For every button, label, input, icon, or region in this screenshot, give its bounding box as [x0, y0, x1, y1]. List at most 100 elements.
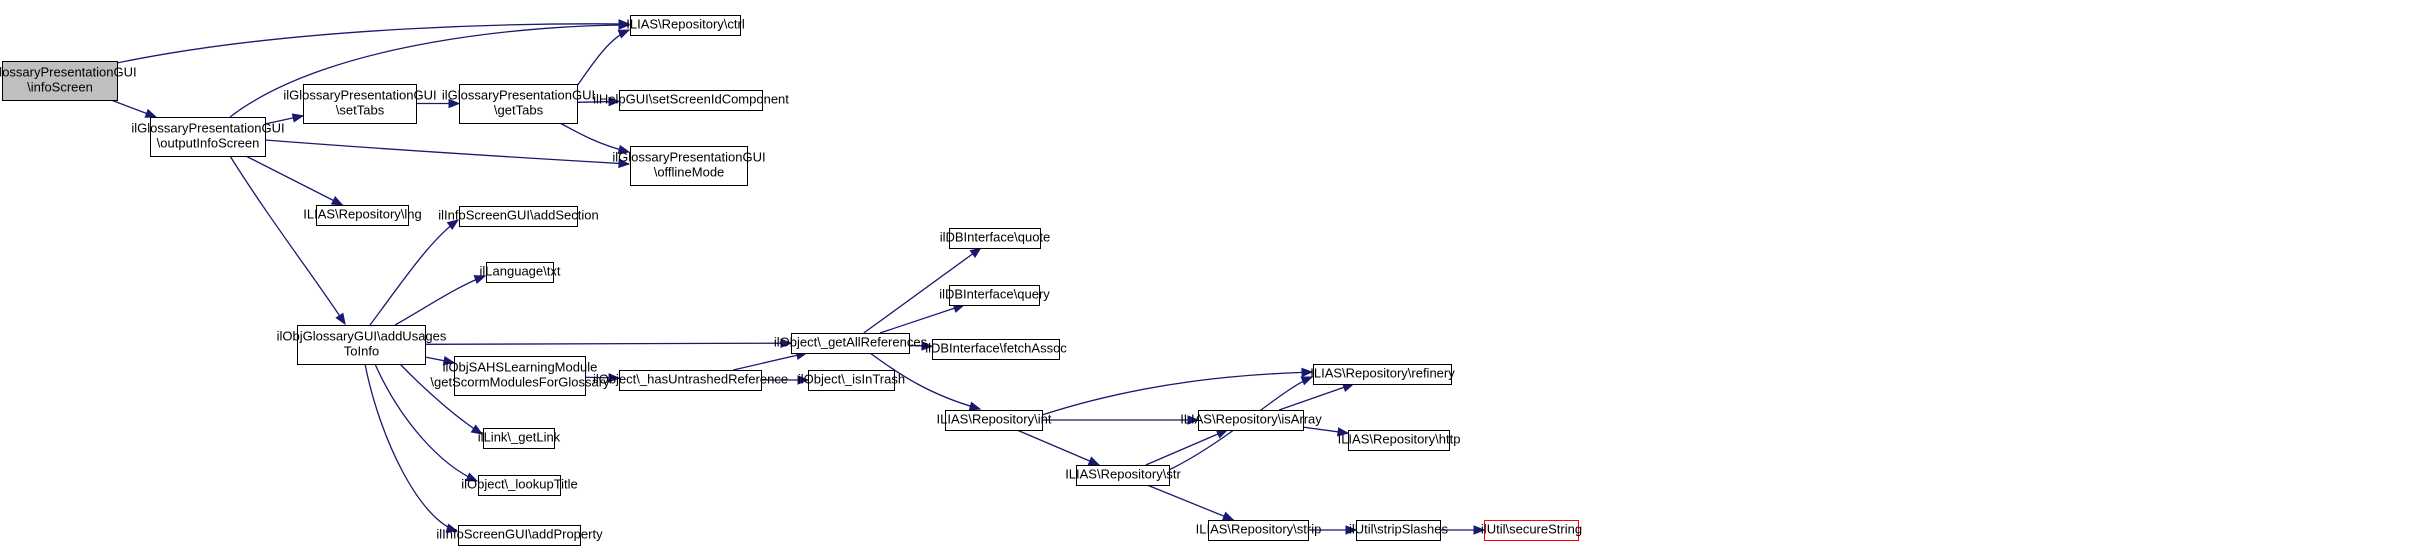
edge-line	[264, 139, 630, 165]
node-label: ilObject\_hasUntrashedReference	[593, 372, 788, 387]
node-label: ilLanguage\txt	[480, 264, 561, 279]
node-box	[150, 117, 266, 157]
node-label: ILIAS\Repository\lng	[303, 207, 422, 222]
graph-node[interactable]: ILIAS\Repository\http	[1338, 430, 1461, 451]
edge-n0-to-n1	[110, 99, 158, 118]
edge-line	[424, 342, 792, 345]
graph-node[interactable]: ilUtil\secureString	[1481, 520, 1582, 541]
node-label: ilInfoScreenGUI\addProperty	[436, 527, 603, 542]
edge-n23-to-n24	[1302, 426, 1350, 437]
edge-n8-to-n13	[399, 363, 484, 435]
edge-n11-to-n16	[863, 247, 982, 334]
edge-line	[1016, 429, 1100, 466]
node-label: ilDBInterface\query	[939, 287, 1050, 302]
edge-n1-to-n8	[229, 155, 346, 326]
graph-node[interactable]: ilInfoScreenGUI\addProperty	[436, 525, 603, 546]
edge-n8-to-n14	[374, 363, 479, 482]
edge-arrowhead	[921, 341, 934, 351]
graph-node[interactable]: ilGlossaryPresentationGUI\outputInfoScre…	[131, 117, 285, 157]
graph-node[interactable]: ilObject\_isInTrash	[798, 370, 905, 391]
node-box	[1313, 364, 1452, 385]
graph-node[interactable]: ilUtil\stripSlashes	[1349, 520, 1448, 541]
edge-arrowhead	[618, 20, 631, 30]
graph-node[interactable]: ILIAS\Repository\int	[937, 410, 1052, 431]
node-box	[483, 428, 555, 449]
edge-n19-to-n23	[1042, 415, 1200, 425]
node-label: ilDBInterface\fetchAssoc	[925, 341, 1067, 356]
graph-node[interactable]: ilInfoScreenGUI\addSection	[438, 206, 599, 227]
edge-n23-to-n22	[1278, 382, 1355, 411]
graph-node[interactable]: ilGlossaryPresentationGUI\infoScreen	[0, 61, 137, 101]
graph-node[interactable]: ILIAS\Repository\strip	[1196, 520, 1322, 541]
graph-node[interactable]: ilDBInterface\quote	[940, 228, 1051, 249]
edge-arrowhead	[797, 375, 810, 385]
graph-node[interactable]: ilGlossaryPresentationGUI\offlineMode	[612, 146, 766, 186]
edge-n0-to-n2	[116, 19, 631, 64]
node-box	[619, 370, 762, 391]
node-label: ILIAS\Repository\str	[1065, 467, 1181, 482]
node-label: ilObject\_lookupTitle	[461, 477, 578, 492]
edge-arrowhead	[1087, 456, 1101, 466]
edge-arrowhead	[442, 356, 456, 366]
node-label: ilGlossaryPresentationGUI	[283, 88, 436, 103]
node-box	[945, 410, 1043, 431]
edge-arrowhead	[968, 401, 982, 411]
node-box	[630, 146, 748, 186]
edge-arrowhead	[1221, 511, 1235, 521]
edge-n27-to-n28	[1440, 525, 1486, 535]
node-box	[949, 285, 1040, 306]
graph-node[interactable]: ILIAS\Repository\ctrl	[626, 15, 745, 36]
edge-n12-to-n20	[584, 373, 621, 383]
graph-node[interactable]: ilLanguage\txt	[480, 262, 561, 283]
edge-n1-to-n2	[229, 20, 631, 118]
edge-n1-to-n6	[264, 139, 631, 169]
graph-node[interactable]: ilObject\_hasUntrashedReference	[593, 370, 788, 391]
edge-n20-to-n21	[761, 375, 810, 385]
edge-arrowhead	[618, 158, 631, 169]
node-box	[808, 370, 895, 391]
edge-line	[1278, 383, 1354, 411]
node-label: ilGlossaryPresentationGUI	[0, 65, 137, 80]
node-box	[791, 333, 910, 354]
graph-node[interactable]: ILIAS\Repository\str	[1065, 465, 1181, 486]
edge-line	[863, 247, 982, 334]
edge-arrowhead	[446, 219, 460, 230]
edge-arrowhead	[1336, 427, 1350, 437]
node-box	[932, 339, 1060, 360]
node-box	[478, 475, 561, 496]
graph-node[interactable]: ilLink\_getLink	[478, 428, 561, 449]
graph-node[interactable]: ilObject\_lookupTitle	[461, 475, 578, 496]
graph-node[interactable]: ilGlossaryPresentationGUI\setTabs	[283, 84, 437, 124]
graph-node[interactable]: ilGlossaryPresentationGUI\getTabs	[442, 84, 595, 124]
edge-n4-to-n6	[559, 122, 631, 155]
node-label: ilObject\_isInTrash	[798, 372, 905, 387]
graph-node[interactable]: ILIAS\Repository\isArray	[1180, 410, 1322, 431]
node-box	[1356, 520, 1441, 541]
graph-node[interactable]: ILIAS\Repository\refinery	[1310, 364, 1455, 385]
node-label: ILIAS\Repository\isArray	[1180, 412, 1322, 427]
graph-node[interactable]: ilObject\_getAllReferences	[774, 333, 928, 354]
edge-n25-to-n23	[1145, 429, 1229, 466]
edge-line	[1041, 371, 1313, 416]
edge-arrowhead	[1473, 525, 1486, 535]
node-label: ilUtil\secureString	[1481, 522, 1582, 537]
edge-line	[733, 352, 807, 371]
graph-node[interactable]: ilObjSAHSLearningModule\getScormModulesF…	[430, 356, 610, 396]
node-label: ilHelpGUI\setScreenIdComponent	[593, 92, 789, 107]
node-label: \offlineMode	[654, 165, 725, 180]
edge-line	[245, 155, 343, 206]
graph-node[interactable]: ilDBInterface\query	[939, 285, 1050, 306]
node-label: \infoScreen	[27, 80, 93, 95]
edge-line	[1145, 429, 1228, 466]
edge-n1-to-n7	[245, 155, 344, 206]
graph-node[interactable]: ILIAS\Repository\lng	[303, 205, 422, 226]
graph-node[interactable]: ilDBInterface\fetchAssoc	[925, 339, 1067, 360]
node-box	[454, 356, 586, 396]
node-label: ILIAS\Repository\ctrl	[626, 17, 745, 32]
edge-arrowhead	[470, 424, 484, 435]
edge-arrowhead	[969, 247, 982, 259]
edge-line	[116, 23, 630, 64]
edge-n20-to-n11	[733, 350, 809, 371]
graph-node[interactable]: ilHelpGUI\setScreenIdComponent	[593, 90, 789, 111]
